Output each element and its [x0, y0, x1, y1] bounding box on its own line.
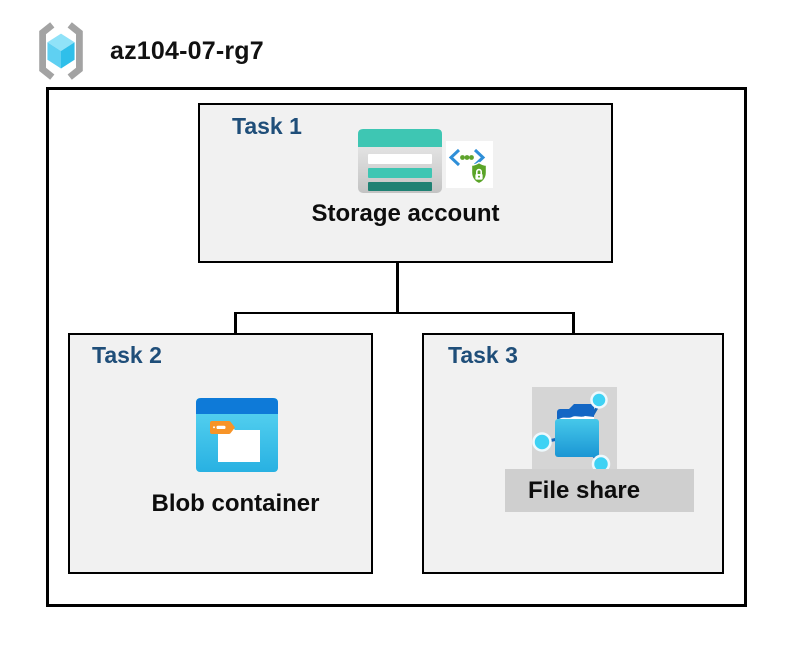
connector-storage-down [396, 262, 399, 313]
resource-group-icon [39, 22, 83, 80]
file-share-icon [532, 391, 611, 474]
resource-group-header: az104-07-rg7 [30, 20, 264, 82]
blob-container-label: Blob container [151, 490, 320, 517]
storage-account-label: Storage account [311, 200, 500, 227]
connector-horizontal [234, 311, 574, 314]
task2-label: Task 2 [92, 342, 162, 368]
task3-box: Task 3 File share [422, 333, 724, 574]
file-share-label: File share [528, 476, 641, 504]
blob-container-icon [196, 398, 278, 472]
shared-access-signature-icon [446, 141, 493, 188]
storage-account-icon [358, 129, 442, 193]
resource-group-name: az104-07-rg7 [110, 36, 264, 65]
file-share-highlight-bar: File share [505, 469, 694, 512]
task2-box: Task 2 Blob container [68, 333, 373, 574]
file-share-highlight-square [532, 387, 617, 474]
task1-label: Task 1 [232, 113, 302, 139]
task3-label: Task 3 [448, 342, 518, 368]
task1-box: Task 1 [198, 103, 613, 263]
